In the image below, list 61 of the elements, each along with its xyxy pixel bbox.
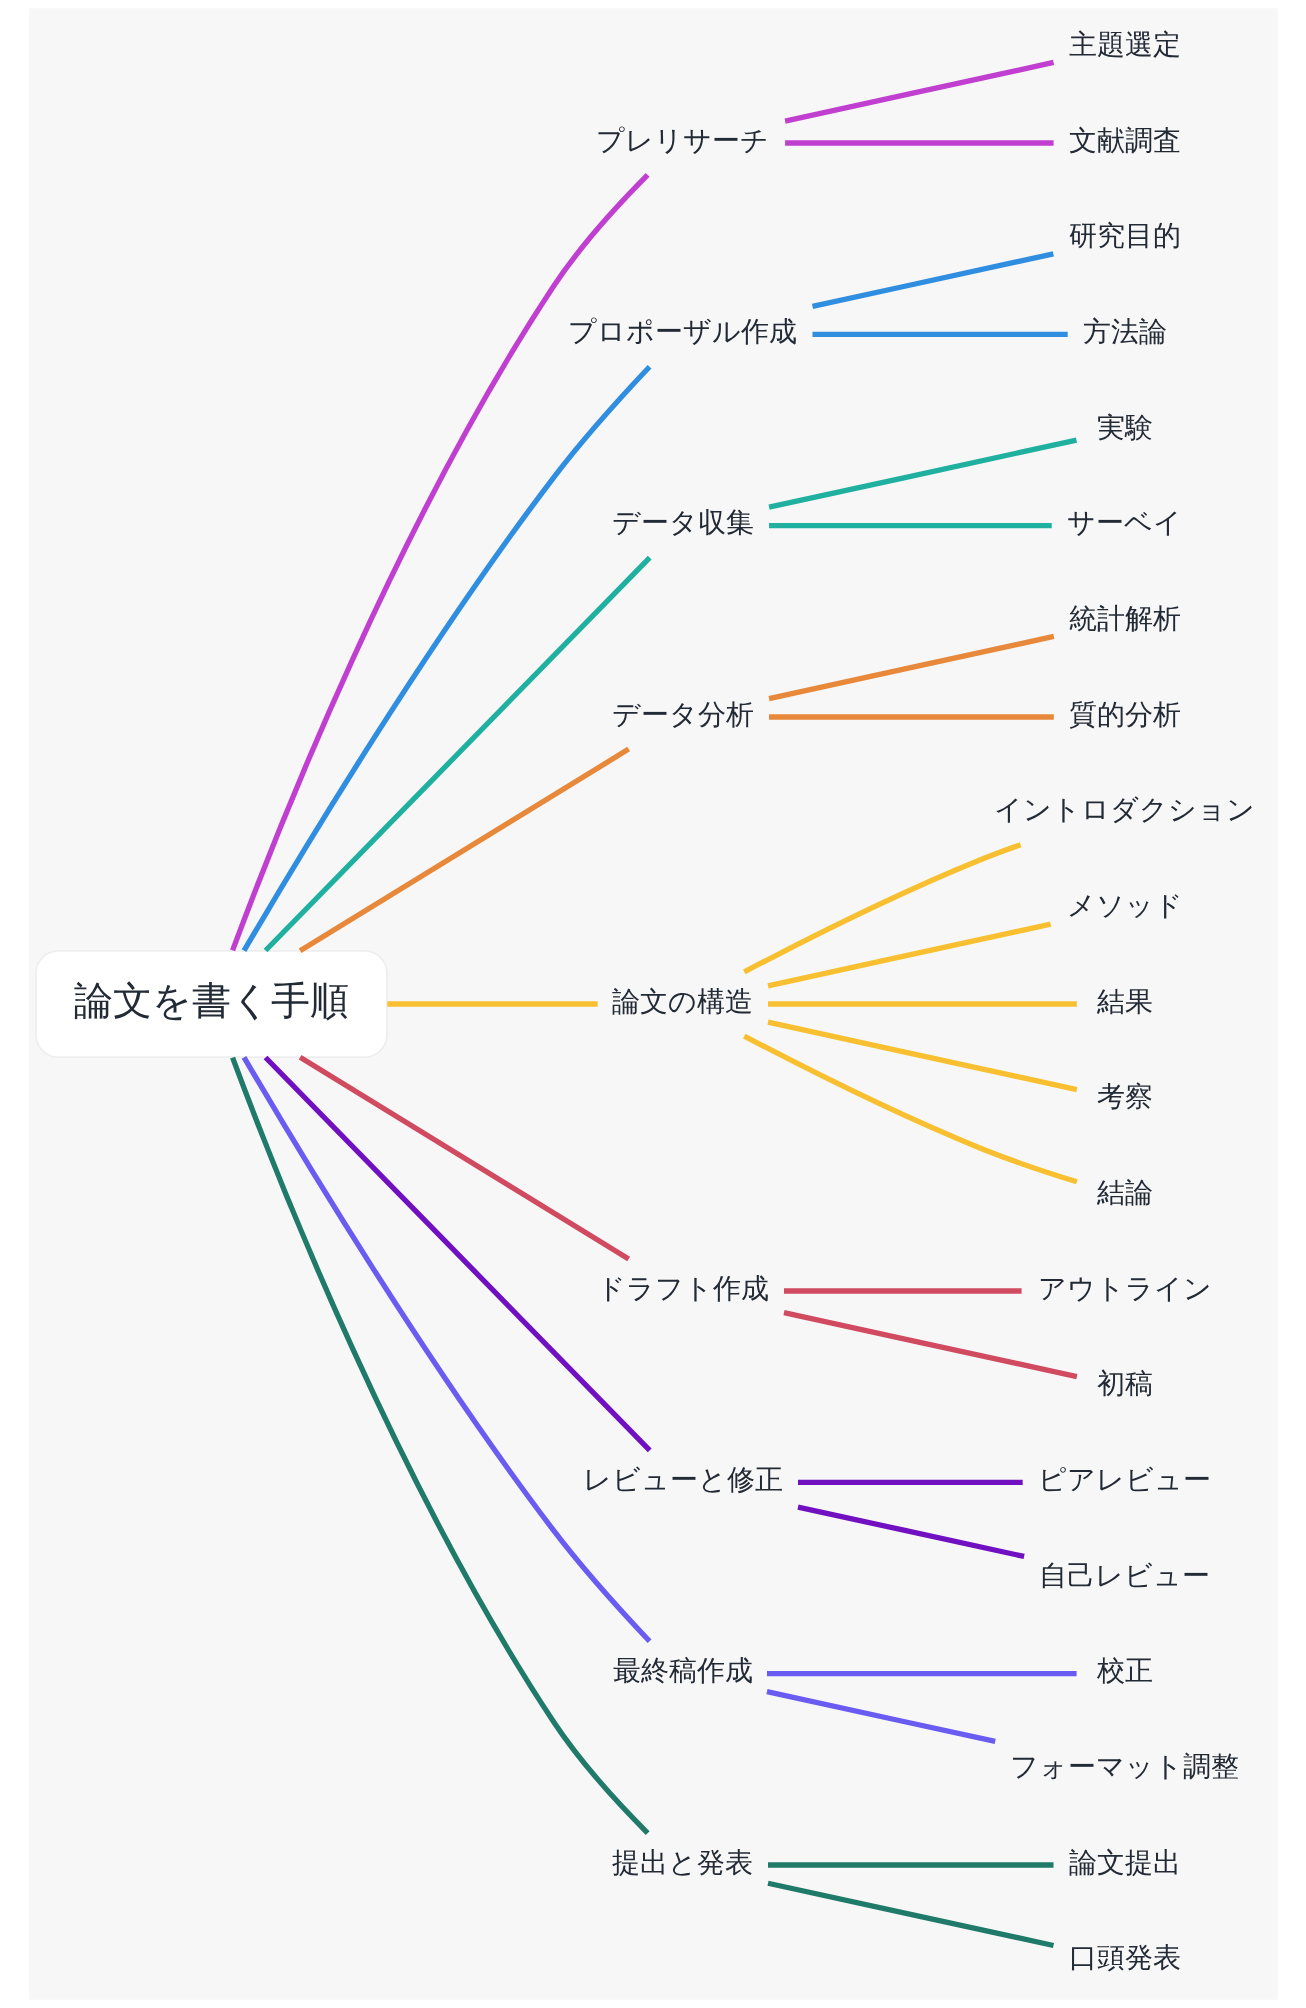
connector: [797, 1479, 1023, 1485]
connector: [812, 331, 1068, 337]
node-text: 方法論: [1082, 315, 1167, 349]
connector: [768, 437, 1077, 510]
node-text: 文献調査: [1068, 123, 1181, 157]
connector: [298, 1055, 630, 1262]
connector: [241, 364, 651, 952]
node-text: 論文提出: [1068, 1845, 1181, 1879]
node-text: 統計解析: [1068, 602, 1181, 636]
connector: [768, 633, 1054, 702]
connector: [783, 1288, 1022, 1294]
connector: [784, 140, 1054, 146]
node-text: 考察: [1096, 1080, 1153, 1114]
node-text: 実験: [1096, 410, 1153, 444]
connector: [229, 173, 650, 952]
node-text: レビューと修正: [582, 1463, 783, 1497]
node-text: イントロダクション: [993, 793, 1255, 827]
node-text: 結論: [1096, 1176, 1153, 1210]
connector: [811, 251, 1054, 309]
connector: [782, 1310, 1077, 1380]
node-text: 質的分析: [1068, 697, 1181, 731]
node-text: 研究目的: [1068, 219, 1181, 253]
node-text: 主題選定: [1068, 28, 1181, 62]
connector: [263, 555, 652, 953]
connector: [768, 714, 1054, 720]
node-text: フォーマット調整: [1009, 1750, 1239, 1784]
node-text: 提出と発表: [611, 1845, 753, 1879]
node-text: プロポーザル作成: [567, 315, 797, 349]
connector: [767, 1001, 1077, 1007]
connector: [241, 1056, 651, 1644]
node-text: ドラフト作成: [596, 1271, 769, 1305]
connector: [765, 1689, 996, 1745]
connector: [766, 921, 1051, 989]
connector: [768, 523, 1052, 529]
connector: [742, 842, 1021, 975]
node-text: データ分析: [611, 697, 754, 731]
node-text: 論文の構造: [611, 984, 753, 1018]
connector: [766, 1880, 1054, 1949]
connector: [229, 1056, 650, 1835]
connector: [766, 1019, 1077, 1093]
connector: [767, 1862, 1053, 1868]
node-text: 校正: [1096, 1654, 1153, 1688]
node-text: アウトライン: [1037, 1271, 1212, 1305]
node-text: 最終稿作成: [612, 1654, 753, 1688]
node-box: 論文を書く手順: [34, 949, 388, 1059]
connector: [766, 1671, 1077, 1677]
node-text: 口頭発表: [1068, 1941, 1181, 1975]
node-text: データ収集: [611, 506, 754, 540]
node-text: ピアレビュー: [1037, 1463, 1211, 1497]
node-text: サーベイ: [1066, 506, 1182, 540]
node-text: メソッド: [1066, 889, 1183, 923]
connector: [386, 1001, 598, 1007]
node-text: プレリサーチ: [595, 123, 769, 157]
connector: [298, 746, 630, 953]
connector: [784, 59, 1054, 124]
node-text: 自己レビュー: [1038, 1558, 1210, 1592]
node-text: 初稿: [1096, 1367, 1153, 1401]
connector: [796, 1504, 1025, 1560]
connector: [742, 1033, 1078, 1185]
node-text: 結果: [1096, 984, 1153, 1018]
connector: [263, 1055, 652, 1453]
